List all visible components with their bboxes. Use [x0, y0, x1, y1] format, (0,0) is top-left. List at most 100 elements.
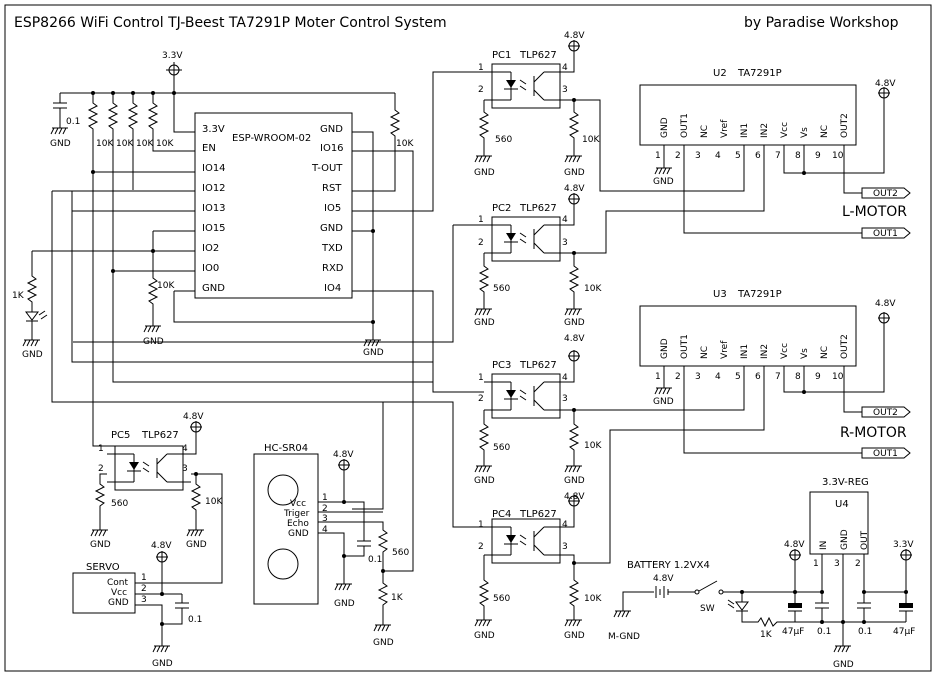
svg-text:3: 3: [562, 238, 568, 248]
svg-text:GND: GND: [334, 599, 355, 609]
battery-section: BATTERY 1.2VX4 4.8V SW M-GND 1K: [608, 560, 822, 642]
driver-u2: U2 TA7291P GND OUT1 NC Vref IN1 IN2 Vcc …: [639, 68, 911, 239]
svg-text:GND: GND: [564, 318, 585, 328]
svg-text:TLP627: TLP627: [519, 360, 557, 371]
svg-text:TLP627: TLP627: [519, 50, 557, 61]
svg-text:10K: 10K: [584, 284, 602, 294]
svg-text:560: 560: [495, 135, 512, 145]
svg-text:PC1: PC1: [492, 50, 511, 61]
svg-text:10: 10: [832, 372, 844, 382]
opto-pc3-network: 560 4.8V 10K GND GND: [474, 334, 745, 486]
svg-text:NC: NC: [820, 346, 830, 359]
esp-label: ESP-WROOM-02: [232, 133, 311, 144]
svg-text:3: 3: [562, 85, 568, 95]
esp-pin-io4: IO4: [324, 283, 341, 294]
pullup-resistors: 10K 10K 10K 10K: [87, 93, 195, 271]
svg-text:4.8V: 4.8V: [564, 184, 585, 194]
svg-text:1: 1: [655, 372, 661, 382]
svg-text:TLP627: TLP627: [519, 509, 557, 520]
svg-text:GND: GND: [653, 397, 674, 407]
gnd-symbol-cap1: GND: [50, 127, 71, 149]
junction-dots: [91, 91, 908, 626]
svg-text:1K: 1K: [391, 593, 404, 603]
svg-text:GND: GND: [22, 350, 43, 360]
esp-pin-io15: IO15: [202, 223, 226, 234]
svg-text:6: 6: [755, 372, 761, 382]
svg-text:Vs: Vs: [800, 127, 810, 138]
opto-pc1: PC1 TLP627 1 2 3 4: [478, 50, 569, 109]
gnd-symbol-esp: GND: [363, 339, 384, 358]
esp-pin-gnd-right: GND: [320, 124, 343, 135]
esp-pin-io16: IO16: [320, 143, 344, 154]
svg-text:Vs: Vs: [800, 348, 810, 359]
svg-text:2: 2: [478, 238, 484, 248]
pullup-io0-label: 10K: [116, 139, 134, 149]
esp-pin-3v3: 3.3V: [202, 124, 225, 135]
svg-text:4: 4: [715, 151, 721, 161]
svg-text:10K: 10K: [205, 497, 223, 507]
svg-text:IN2: IN2: [760, 344, 770, 359]
svg-text:SERVO: SERVO: [86, 562, 120, 573]
svg-text:GND: GND: [50, 139, 71, 149]
svg-text:3: 3: [695, 151, 701, 161]
svg-text:3.3V: 3.3V: [162, 51, 183, 61]
svg-text:0.1: 0.1: [368, 555, 382, 565]
svg-text:U3: U3: [713, 289, 727, 300]
esp-pin-io12: IO12: [202, 183, 226, 194]
svg-text:2: 2: [478, 542, 484, 552]
svg-text:1: 1: [655, 151, 661, 161]
svg-text:10K: 10K: [584, 594, 602, 604]
svg-text:4.8V: 4.8V: [564, 31, 585, 41]
svg-text:Vref: Vref: [720, 340, 730, 359]
motor-label-left: L-MOTOR: [842, 204, 907, 220]
opto-pc4: PC4 TLP627 1 2 3 4: [478, 509, 569, 564]
svg-text:NC: NC: [820, 125, 830, 138]
esp-pin-io14: IO14: [202, 163, 226, 174]
svg-text:Echo: Echo: [287, 519, 309, 529]
led-resistor-label: 1K: [12, 291, 25, 301]
svg-text:2: 2: [98, 464, 104, 474]
svg-text:2: 2: [322, 504, 328, 514]
svg-text:47µF: 47µF: [782, 627, 804, 637]
svg-text:10K: 10K: [584, 441, 602, 451]
esp-pin-gnd-left: GND: [202, 283, 225, 294]
svg-text:PC4: PC4: [492, 509, 511, 520]
svg-text:3: 3: [141, 595, 147, 605]
svg-text:GND: GND: [474, 168, 495, 178]
v33-symbol-top: 3.3V: [162, 51, 183, 78]
svg-text:4.8V: 4.8V: [653, 574, 674, 584]
svg-text:Vcc: Vcc: [290, 499, 306, 509]
svg-text:6: 6: [755, 151, 761, 161]
svg-text:GND: GND: [840, 529, 850, 550]
esp-pin-txd: TXD: [321, 243, 343, 254]
sheet-title: ESP8266 WiFi Control TJ-Beest TA7291P Mo…: [14, 15, 447, 31]
gnd-symbol-io15: GND: [143, 318, 164, 347]
svg-text:4.8V: 4.8V: [875, 79, 896, 89]
svg-text:HC-SR04: HC-SR04: [264, 443, 308, 454]
svg-text:GND: GND: [564, 168, 585, 178]
opto-pc2-network: 560 4.8V 10K GND GND: [474, 165, 765, 328]
svg-text:OUT: OUT: [860, 530, 870, 550]
svg-text:3: 3: [562, 542, 568, 552]
svg-text:7: 7: [775, 372, 781, 382]
svg-text:Vcc: Vcc: [780, 343, 790, 359]
svg-text:1: 1: [478, 215, 484, 225]
svg-text:8: 8: [795, 372, 801, 382]
motor-label-right: R-MOTOR: [840, 425, 907, 441]
svg-text:PC5: PC5: [111, 430, 130, 441]
svg-text:U2: U2: [713, 68, 727, 79]
svg-text:1K: 1K: [760, 630, 773, 640]
svg-text:10: 10: [832, 151, 844, 161]
svg-text:GND: GND: [474, 318, 495, 328]
svg-text:BATTERY 1.2VX4: BATTERY 1.2VX4: [627, 560, 710, 571]
svg-text:GND: GND: [363, 348, 384, 358]
driver-u3: U3 TA7291P GND OUT1 NC Vref IN1 IN2 Vcc …: [639, 289, 911, 459]
svg-text:GND: GND: [660, 117, 670, 138]
svg-text:4: 4: [562, 63, 568, 73]
svg-text:4.8V: 4.8V: [564, 334, 585, 344]
svg-text:4: 4: [562, 373, 568, 383]
svg-text:3: 3: [695, 372, 701, 382]
svg-text:9: 9: [815, 372, 821, 382]
svg-text:4: 4: [562, 520, 568, 530]
pullup-io12-label: 10K: [136, 139, 154, 149]
